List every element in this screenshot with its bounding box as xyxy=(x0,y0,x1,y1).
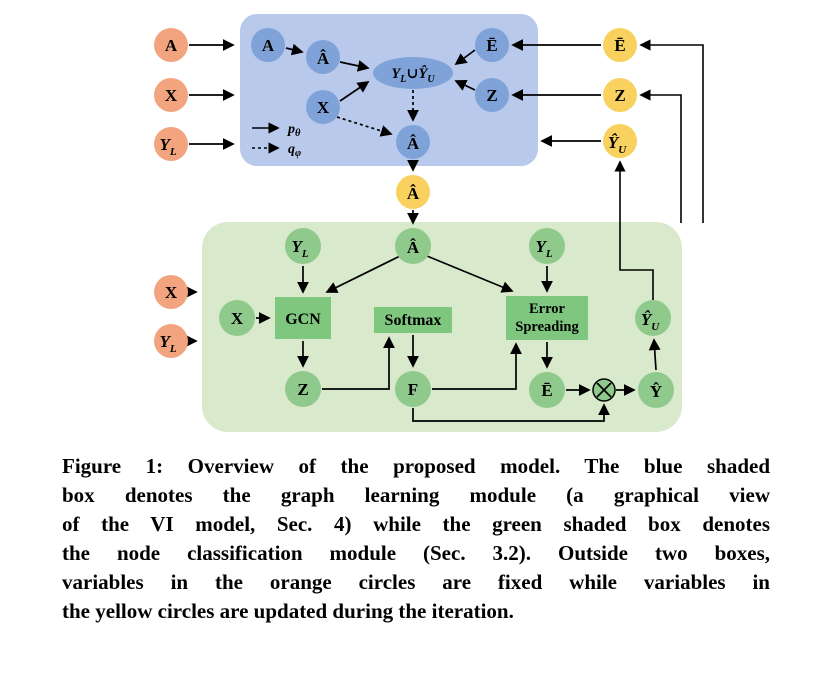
node-ahat2-blue xyxy=(396,125,430,159)
node-yhatu-updated xyxy=(603,124,637,158)
node-ahat-updated-label: Â xyxy=(407,184,420,203)
arrow-a-to-ahat xyxy=(285,43,304,56)
gcn-box xyxy=(275,297,331,339)
node-yhatu-green-label: ŶU xyxy=(641,310,660,333)
arrow-ahat-to-error-spreading xyxy=(426,255,514,293)
caption-line-3: of the VI model, Sec. 4) while the green… xyxy=(62,512,770,536)
softmax-box xyxy=(374,307,452,333)
node-ahat-blue-label: Â xyxy=(317,49,330,68)
fixed-input-nodes: A X YL X YL xyxy=(154,28,188,358)
process-boxes: GCN Softmax Error Spreading xyxy=(275,296,588,340)
node-yhatu-updated-label: ŶU xyxy=(608,133,627,156)
node-ebar-updated xyxy=(603,28,637,62)
gcn-label: GCN xyxy=(285,311,321,328)
path-z-to-softmax xyxy=(322,336,395,390)
figure-diagram: A X YL X YL A Â X YL∪ŶU Ē Z Â pθ qφ xyxy=(154,14,704,432)
arrow-z-to-union xyxy=(454,79,476,91)
legend-p-theta-label: pθ xyxy=(287,122,301,139)
node-x2-fixed xyxy=(154,275,188,309)
node-x-fixed-label: X xyxy=(165,86,178,105)
node-z-blue-label: Z xyxy=(486,86,497,105)
error-spreading-label-line2: Spreading xyxy=(515,319,579,335)
error-spreading-box xyxy=(506,296,588,340)
otimes-icon xyxy=(592,378,616,402)
node-union-label: YL∪ŶU xyxy=(391,65,435,85)
arrow-x-to-union xyxy=(339,80,370,102)
node-a-fixed xyxy=(154,28,188,62)
node-ebar-updated-label: Ē xyxy=(614,36,625,55)
node-a-blue-label: A xyxy=(262,36,275,55)
node-ahat2-blue-label: Â xyxy=(407,134,420,153)
legend-q-phi-label: qφ xyxy=(288,142,301,159)
node-yl-green-left-label: YL xyxy=(291,237,308,260)
node-x-fixed xyxy=(154,78,188,112)
node-z-updated-label: Z xyxy=(614,86,625,105)
node-a-blue xyxy=(251,28,285,62)
node-ebar-green xyxy=(529,372,565,408)
node-z-blue xyxy=(475,78,509,112)
otimes-cross-line-2 xyxy=(596,382,612,398)
node-classification-nodes: YL Â YL X Z F Ē Ŷ ŶU xyxy=(219,228,674,408)
node-x-blue xyxy=(306,90,340,124)
arrow-yhat-to-yhatu xyxy=(648,338,661,371)
node-ebar-blue-label: Ē xyxy=(486,36,497,55)
node-f-green-label: F xyxy=(408,380,418,399)
feedback-path-yhatu xyxy=(614,160,654,300)
arrow-ebar-to-union xyxy=(454,49,476,66)
edge-type-legend: pθ qφ xyxy=(252,122,301,159)
path-f-to-error-spreading xyxy=(432,342,522,390)
node-yl-green-right-label: YL xyxy=(535,237,552,260)
path-f-to-otimes xyxy=(412,403,610,422)
node-ebar-blue xyxy=(475,28,509,62)
node-x2-fixed-label: X xyxy=(165,283,178,302)
node-yhat-green xyxy=(638,372,674,408)
error-spreading-label-line1: Error xyxy=(529,301,566,317)
caption-line-1: Figure 1: Overview of the proposed model… xyxy=(62,454,770,478)
node-yl-green-left xyxy=(285,228,321,264)
arrow-ahat-to-gcn xyxy=(325,255,401,293)
softmax-label: Softmax xyxy=(385,312,442,329)
node-yl2-fixed xyxy=(154,324,188,358)
node-ahat-green-label: Â xyxy=(407,238,420,257)
node-yhat-green-label: Ŷ xyxy=(650,382,662,401)
node-yl2-fixed-label: YL xyxy=(159,332,176,355)
node-union-ellipse xyxy=(373,57,453,89)
feedback-path-ebar xyxy=(639,39,704,223)
caption-line-6: the yellow circles are updated during th… xyxy=(62,599,514,623)
node-f-green xyxy=(395,371,431,407)
node-z-updated xyxy=(603,78,637,112)
feedback-path-z xyxy=(639,89,682,223)
node-x-green xyxy=(219,300,255,336)
node-ahat-updated xyxy=(396,175,430,209)
node-z-green-label: Z xyxy=(297,380,308,399)
node-x-green-label: X xyxy=(231,309,244,328)
node-yl-fixed xyxy=(154,127,188,161)
caption-line-4: the node classification module (Sec. 3.2… xyxy=(62,541,770,565)
graph-learning-nodes: A Â X YL∪ŶU Ē Z Â xyxy=(251,28,509,159)
node-ahat-green xyxy=(395,228,431,264)
caption-line-2: box denotes the graph learning module (a… xyxy=(62,483,770,507)
caption-line-5: variables in the orange circles are fixe… xyxy=(62,570,770,594)
node-x-blue-label: X xyxy=(317,98,330,117)
node-yhatu-green xyxy=(635,300,671,336)
node-yl-fixed-label: YL xyxy=(159,135,176,158)
arrow-ahat-to-union xyxy=(339,60,370,72)
node-yl-green-right xyxy=(529,228,565,264)
node-ahat-blue xyxy=(306,40,340,74)
node-z-green xyxy=(285,371,321,407)
figure-caption: Figure 1: Overview of the proposed model… xyxy=(62,452,770,626)
node-a-fixed-label: A xyxy=(165,36,178,55)
updated-nodes: Ē Z ŶU Â xyxy=(396,28,637,209)
node-ebar-green-label: Ē xyxy=(541,381,552,400)
